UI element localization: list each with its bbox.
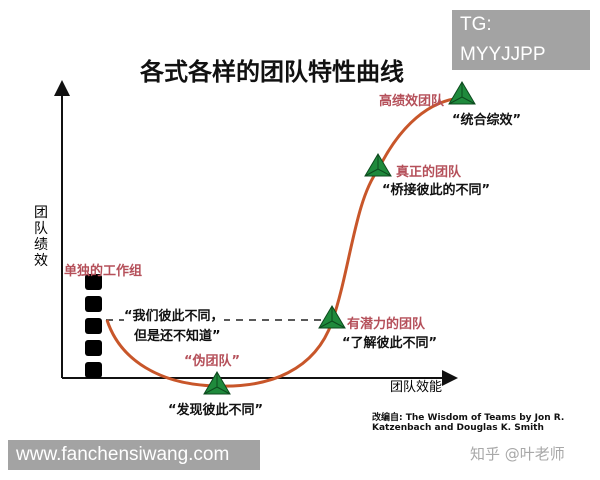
marker-icon [364,153,392,177]
stage-work-group-quote: 但是还不知道” [134,329,221,344]
stage-pseudo-team: “伪团队” [184,354,241,369]
stage-potential-team-quote: “了解彼此不同” [342,336,438,351]
zhihu-watermark: 知乎 @叶老师 [470,445,565,463]
marker-icon [203,371,231,395]
stage-high-performance-team-quote: “统合综效” [452,113,522,128]
stage-high-performance-team: 高绩效团队 [379,94,445,109]
stage-pseudo-team-quote: “发现彼此不同” [168,403,264,418]
diagram-title: 各式各样的团队特性曲线 [140,58,404,86]
marker-icon [318,305,346,329]
stage-work-group: 单独的工作组 [64,264,143,279]
credit-line: Katzenbach and Douglas K. Smith [372,423,544,433]
stage-real-team: 真正的团队 [396,165,462,180]
x-axis-label: 团队效能 [390,380,443,395]
stage-work-group-quote: “我们彼此不同， [124,305,224,324]
y-axis-label: 团队绩效 [34,205,48,269]
stage-real-team-quote: “桥接彼此的不同” [382,183,491,198]
credit-line: 改编自: The Wisdom of Teams by Jon R. [372,413,565,423]
bottom-watermark: www.fanchensiwang.com [8,440,260,470]
work-group-squares [85,274,102,378]
top-watermark: TG: MYYJJPP [452,10,590,70]
stage-markers [203,81,476,395]
stage-potential-team: 有潜力的团队 [347,317,426,332]
marker-icon [448,81,476,105]
